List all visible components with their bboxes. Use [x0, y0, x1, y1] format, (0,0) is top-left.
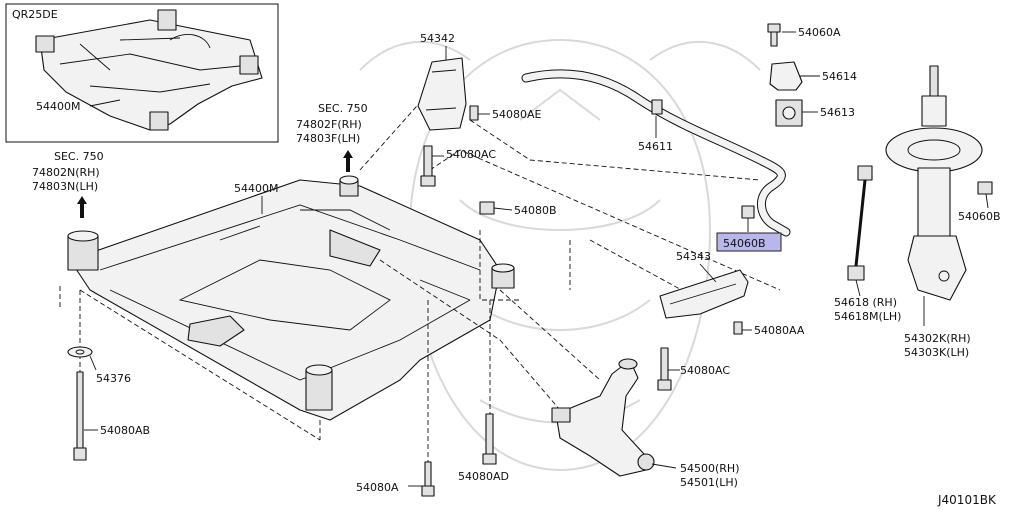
inset-engine-label: QR25DE	[12, 8, 58, 21]
label-54343: 54343	[676, 250, 711, 263]
bolt-54080AB	[73, 371, 98, 461]
bolt-54080AC-top	[420, 145, 444, 187]
bolt-54080AA	[733, 321, 752, 335]
label-54080A: 54080A	[356, 481, 399, 494]
label-54618m-lh: 54618M(LH)	[834, 310, 901, 323]
inset-panel: QR25DE 54400M	[5, 3, 279, 143]
strut-assembly	[885, 65, 993, 326]
stabilizer-bar	[521, 69, 791, 237]
label-54080B-mid: 54080B	[514, 204, 557, 217]
label-54080AB: 54080AB	[100, 424, 150, 437]
clamp-54614	[769, 61, 820, 91]
label-54618-rh: 54618 (RH)	[834, 296, 897, 309]
label-54613: 54613	[820, 106, 855, 119]
sec750-left-line1: SEC. 750	[54, 150, 104, 163]
sec750-left-line3: 74803N(LH)	[32, 180, 98, 193]
nut-54080B	[479, 201, 513, 215]
label-54080AC-top: 54080AC	[446, 148, 496, 161]
sec750-right-line1: SEC. 750	[318, 102, 368, 115]
bolt-54080AC-bottom	[657, 347, 680, 391]
bushing-54613	[775, 99, 818, 127]
label-54611: 54611	[638, 140, 673, 153]
label-54060B-right: 54060B	[958, 210, 1001, 223]
sec750-right-line2: 74802F(RH)	[296, 118, 362, 131]
label-54303k-lh: 54303K(LH)	[904, 346, 969, 359]
label-54060B-highlight: 54060B	[723, 237, 766, 250]
mount-center	[491, 263, 515, 289]
inset-part-label: 54400M	[36, 100, 80, 113]
watermark	[359, 38, 761, 472]
highlight-54060B[interactable]: 54060B	[716, 232, 782, 252]
inset-subframe-drawing	[35, 9, 263, 131]
label-54060A: 54060A	[798, 26, 841, 39]
up-arrow-icon	[343, 150, 353, 172]
label-54080AC-bottom: 54080AC	[680, 364, 730, 377]
stabilizer-link	[847, 165, 873, 297]
label-54080AA: 54080AA	[754, 324, 805, 337]
bracket-54343	[659, 269, 749, 319]
label-54400M: 54400M	[234, 182, 278, 195]
label-54080AD: 54080AD	[458, 470, 509, 483]
lower-control-arm	[551, 358, 677, 477]
label-54342: 54342	[420, 32, 455, 45]
label-54376: 54376	[96, 372, 131, 385]
sec750-right-callout: SEC. 750 74802F(RH) 74803F(LH)	[296, 102, 368, 172]
bushing-rear	[305, 364, 333, 411]
bushing-top	[339, 175, 359, 197]
sec750-left-callout: SEC. 750 74802N(RH) 74803N(LH)	[32, 150, 104, 218]
bushing-left	[67, 230, 99, 271]
bolt-54080A	[408, 461, 435, 497]
label-54501-lh: 54501(LH)	[680, 476, 738, 489]
label-54302k-rh: 54302K(RH)	[904, 332, 971, 345]
washer-54376	[67, 346, 97, 371]
label-54080AE: 54080AE	[492, 108, 542, 121]
sec750-left-line2: 74802N(RH)	[32, 166, 100, 179]
bracket-54342	[417, 57, 467, 131]
nut-54060B-bar	[741, 205, 755, 232]
front-subframe	[69, 179, 501, 421]
label-54500-rh: 54500(RH)	[680, 462, 740, 475]
bolt-54080AD	[482, 413, 497, 465]
bolt-54060A	[767, 23, 796, 47]
sec750-right-line3: 74803F(LH)	[296, 132, 360, 145]
bolt-54080AE	[469, 105, 490, 121]
label-54614: 54614	[822, 70, 857, 83]
up-arrow-icon	[77, 196, 87, 218]
diagram-code: J40101BK	[937, 493, 997, 507]
